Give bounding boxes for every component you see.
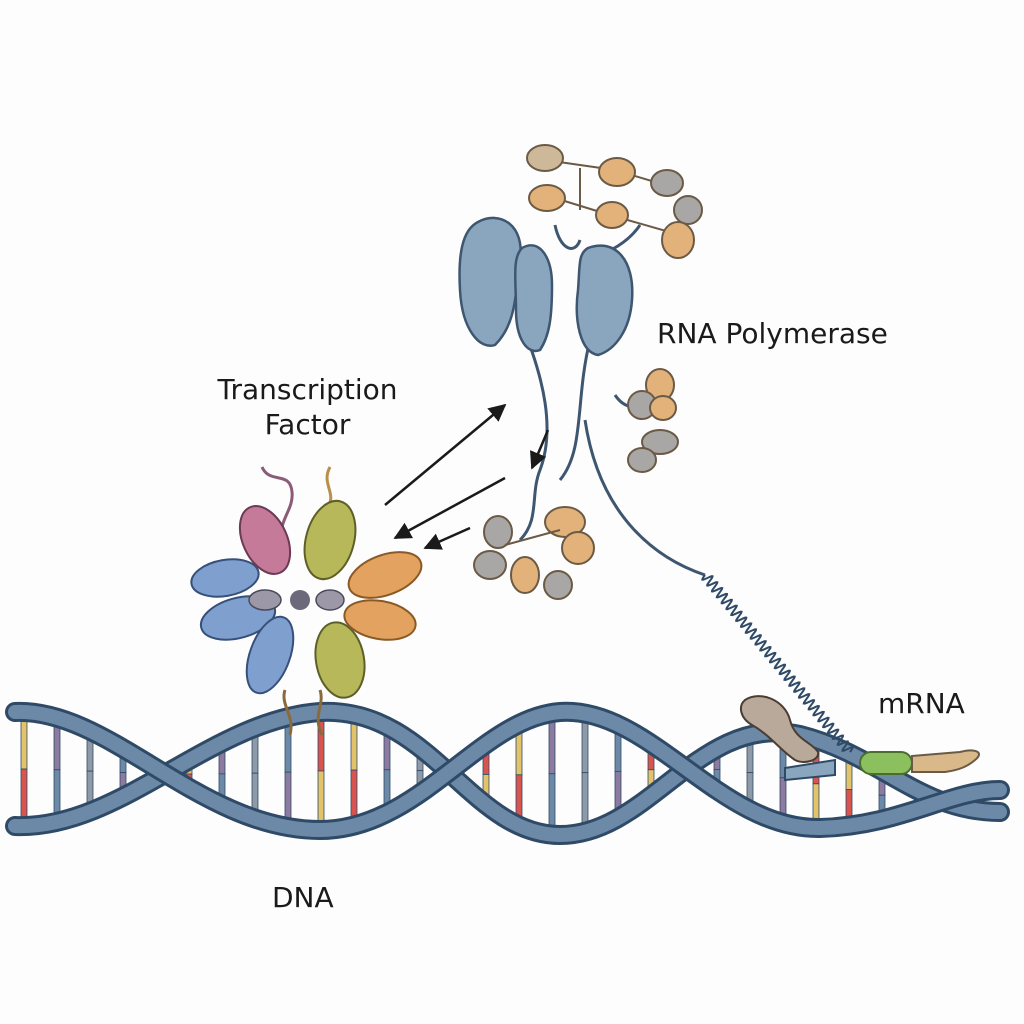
dna-base [614, 732, 622, 772]
dna-base [251, 772, 259, 812]
arrow-polymerase-to-tf [393, 476, 506, 540]
arrow-tf-to-polymerase [384, 403, 507, 506]
polymerase-jaw-left [458, 216, 522, 347]
dna-base [350, 722, 358, 771]
dna-base [581, 721, 589, 774]
interaction-arrows [384, 403, 550, 550]
tf-subunit-blue [245, 615, 295, 695]
tf-subunit-blue [190, 558, 260, 598]
tf-subunit-olive [303, 499, 357, 581]
dna-base [86, 770, 94, 804]
transcription-factor-label: Transcription Factor [205, 372, 410, 442]
dna-base [845, 789, 853, 819]
dna-base [548, 720, 556, 775]
tf-tail-left [260, 466, 294, 541]
tf-subunit-orange [343, 599, 417, 641]
dna-helix [5, 701, 1010, 846]
tf-subunit-orange [347, 551, 423, 599]
dna-base [515, 774, 523, 819]
dna-base [581, 772, 589, 825]
polymerase-tether [583, 419, 706, 577]
dna-base [317, 770, 325, 823]
dna-base [746, 742, 754, 774]
polymerase-lower-subunits [473, 506, 595, 600]
arrow-subunit-to-tf [423, 526, 471, 550]
dna-base [284, 771, 292, 820]
dna-base [845, 760, 853, 790]
dna-base [20, 768, 28, 819]
polymerase-jaw-right [575, 244, 634, 357]
dna-base [383, 769, 391, 806]
mrna-coil [701, 574, 854, 753]
dna-base [53, 769, 61, 815]
elongation-complex [739, 695, 820, 763]
tf-subunit-olive [314, 621, 366, 699]
transcription-factor [190, 466, 423, 736]
rna-polymerase [458, 144, 706, 600]
dna-base [251, 735, 259, 774]
tf-subunit-gray [248, 589, 282, 611]
dna-base [53, 725, 61, 771]
mrna [701, 574, 980, 782]
dna-base [779, 777, 787, 816]
tf-subunit-gray [315, 589, 345, 611]
dna-label: DNA [272, 881, 334, 914]
dna-base [614, 770, 622, 811]
mrna-label: mRNA [878, 687, 965, 720]
dna-base [86, 738, 94, 772]
transcription-factor-label-line2: Factor [264, 408, 351, 441]
mrna-segment-tan [911, 749, 980, 773]
dna-base [812, 783, 820, 821]
dna-base [548, 773, 556, 828]
transcription-factor-label-line1: Transcription [217, 373, 398, 406]
dna-base [515, 731, 523, 776]
polymerase-side-subunits [627, 368, 679, 473]
mrna-segment-green [859, 751, 913, 775]
dna-base [20, 719, 28, 770]
polymerase-top-subunits [526, 144, 703, 259]
dna-base [350, 769, 358, 819]
tf-subunit-pink [238, 505, 292, 575]
dna-base [383, 734, 391, 771]
arrow-polymerase-internal [530, 429, 550, 470]
polymerase-jaw-middle [513, 244, 554, 353]
tf-core [290, 590, 310, 610]
rna-polymerase-label: RNA Polymerase [657, 317, 888, 350]
